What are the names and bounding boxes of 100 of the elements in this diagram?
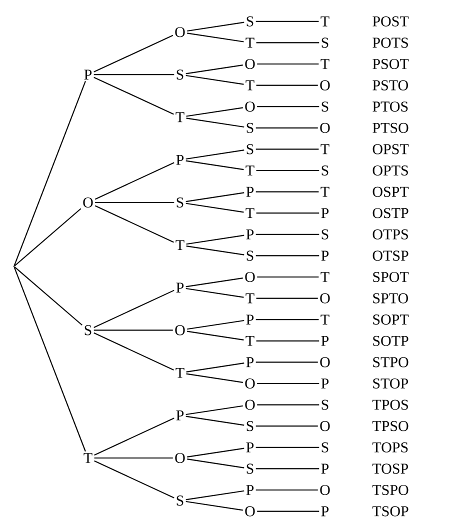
letter: P (246, 442, 254, 452)
letter: S (322, 229, 328, 240)
word-label: POTS (372, 38, 408, 48)
letter: O (245, 378, 255, 389)
branch-line (95, 202, 174, 204)
letter: O (245, 400, 255, 410)
branch-line (94, 74, 174, 76)
branch-line (186, 405, 243, 416)
branch-line (94, 205, 174, 243)
branch-line (14, 266, 86, 452)
branch-line (256, 234, 320, 235)
branch-line (186, 373, 243, 383)
letter: P (176, 155, 184, 165)
letter: S (84, 325, 92, 336)
letter: P (321, 250, 329, 261)
branch-line (186, 160, 244, 170)
letter: P (176, 282, 184, 292)
branch-line (256, 340, 320, 342)
word-label: STOP (373, 378, 408, 389)
branch-line (94, 457, 173, 459)
letter: S (176, 496, 184, 506)
branch-line (186, 107, 243, 117)
branch-line (186, 150, 244, 160)
word-label: POST (372, 16, 409, 26)
letter: P (84, 70, 92, 80)
branch-line (14, 266, 82, 326)
letter: T (84, 453, 92, 463)
branch-line (94, 76, 174, 115)
branch-line (256, 191, 319, 192)
branch-line (94, 418, 174, 456)
letter: T (246, 293, 254, 304)
letter: S (176, 70, 184, 80)
letter: S (322, 400, 328, 410)
branch-line (187, 320, 244, 330)
branch-line (186, 288, 244, 298)
branch-line (14, 81, 86, 266)
branch-line (186, 74, 244, 85)
word-label: STPO (373, 357, 408, 368)
word-label: TSOP (372, 506, 408, 516)
letter: O (320, 80, 330, 90)
letter: S (246, 464, 254, 474)
letter: P (321, 506, 329, 516)
branch-line (14, 208, 82, 266)
letter: O (175, 325, 185, 336)
branch-line (187, 22, 244, 32)
letter: O (320, 484, 330, 496)
word-label: OSTP (372, 208, 408, 218)
letter: S (322, 102, 328, 112)
branch-line (256, 148, 319, 150)
letter: S (322, 165, 328, 176)
letter: T (246, 166, 254, 176)
letter: S (176, 197, 184, 208)
letter: P (246, 485, 254, 495)
word-label: OTSP (372, 250, 408, 261)
word-label: OPTS (372, 165, 408, 176)
branch-line (186, 118, 244, 128)
branch-line (94, 460, 174, 498)
letter: T (176, 112, 184, 122)
letter: T (320, 272, 330, 282)
branch-line (186, 246, 244, 256)
word-label: OTPS (372, 229, 408, 240)
letter: T (320, 144, 330, 154)
branch-line (94, 34, 174, 72)
letter: O (320, 122, 330, 133)
letter: O (83, 197, 93, 208)
letter: P (321, 464, 329, 474)
letter: T (246, 38, 254, 48)
letter: P (321, 208, 329, 218)
branch-line (186, 416, 244, 426)
letter: O (175, 27, 185, 38)
word-label: PTSO (372, 122, 408, 133)
branch-line (257, 106, 320, 108)
letter: P (246, 186, 254, 197)
letter: O (175, 452, 185, 464)
letter: S (246, 250, 254, 261)
letter: O (320, 293, 330, 304)
branch-line (186, 234, 244, 245)
letter: P (176, 410, 184, 420)
letter: O (245, 506, 255, 516)
word-label: PSTO (372, 80, 408, 90)
letter: P (246, 230, 254, 240)
word-label: TOPS (372, 442, 408, 452)
letter: T (176, 368, 184, 378)
letter: T (176, 240, 184, 250)
letter: O (245, 58, 255, 70)
word-label: SPOT (373, 272, 409, 282)
branch-line (256, 426, 318, 427)
word-label: SPTO (373, 293, 408, 304)
letter: O (320, 421, 330, 432)
letter: O (245, 102, 255, 112)
branch-line (186, 278, 243, 288)
word-label: TOSP (372, 464, 408, 474)
letter: O (320, 357, 330, 368)
branch-line (256, 255, 320, 256)
branch-line (257, 510, 320, 512)
word-label: SOTP (373, 336, 408, 346)
letter: T (246, 336, 254, 346)
branch-line (256, 446, 320, 448)
branch-line (94, 162, 174, 200)
branch-line (256, 84, 318, 86)
